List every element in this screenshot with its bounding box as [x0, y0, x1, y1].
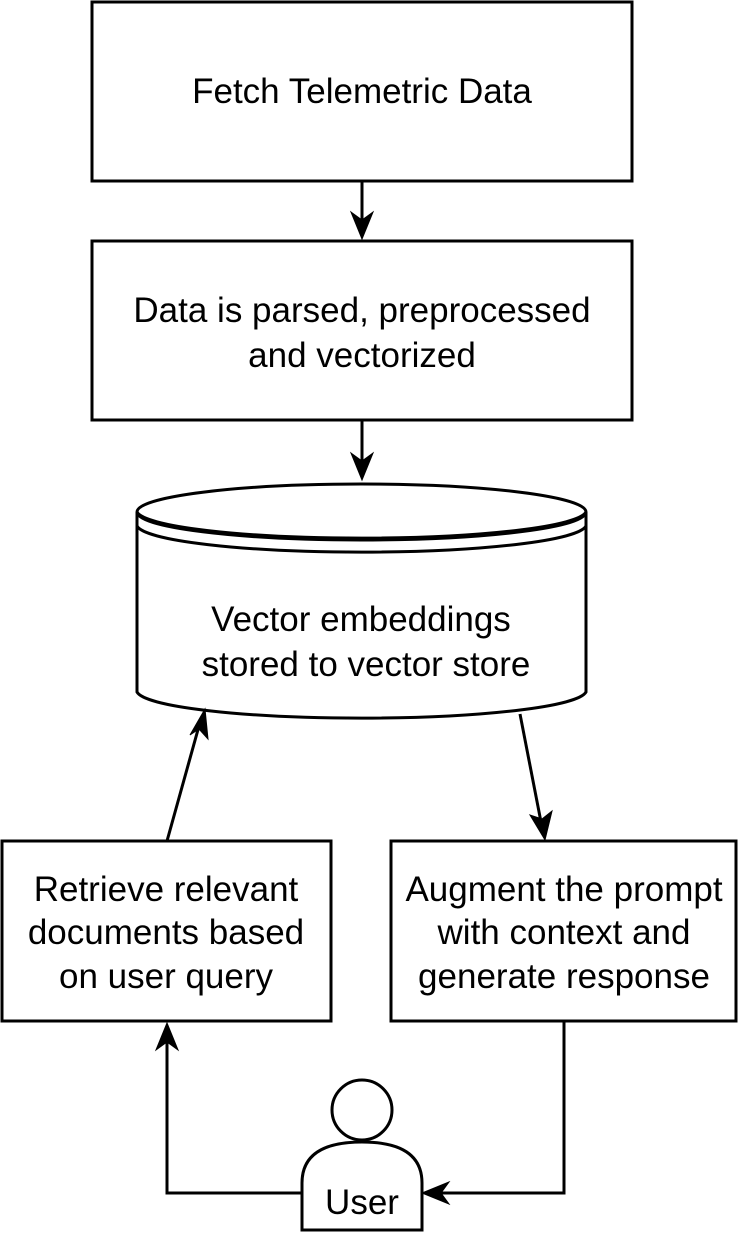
parse-node-box [90, 239, 634, 422]
parse-preprocess-node: Data is parsed, preprocessed and vectori… [90, 239, 634, 422]
arrowhead-fetch-to-parse [349, 210, 375, 241]
parse-node-label-line-2: and vectorized [248, 336, 476, 375]
augment-node-label-line-1: Augment the prompt [405, 870, 722, 909]
retrieve-node-label-line-1: Retrieve relevant [34, 870, 299, 909]
retrieve-node-box [0, 839, 333, 1023]
user-body-icon [300, 1140, 424, 1232]
augment-node-label-line-2: with context and [437, 913, 691, 952]
augment-prompt-node: Augment the prompt with context and gene… [389, 839, 738, 1023]
user-actor-node: User [300, 1078, 424, 1232]
vector-store-cylinder-ring-2 [135, 525, 588, 554]
retrieve-node-label-line-3: on user query [59, 957, 274, 996]
vector-store-cylinder-body [135, 512, 588, 720]
edge-augment-to-user [420, 1021, 566, 1206]
parse-node-label-line-1: Data is parsed, preprocessed [133, 291, 590, 330]
arrowhead-retrieve-to-store [189, 707, 209, 741]
arrowhead-store-to-augment [528, 809, 553, 842]
fetch-node-box [90, 0, 634, 183]
arrowhead-augment-to-user [420, 1180, 451, 1206]
retrieve-node-label-line-2: documents based [28, 913, 304, 952]
edge-fetch-to-parse [349, 181, 375, 241]
edge-user-to-retrieve [154, 1021, 302, 1195]
edge-retrieve-to-store [165, 707, 209, 842]
user-label: User [325, 1183, 399, 1222]
arrowhead-user-to-retrieve [154, 1021, 180, 1052]
arrowhead-parse-to-store [349, 451, 375, 482]
edge-store-to-augment [518, 713, 553, 842]
vector-store-cylinder-ring-3 [135, 512, 588, 526]
vector-store-label-line-2: stored to vector store [202, 645, 531, 684]
vector-store-label-line-1: Vector embeddings [211, 600, 511, 639]
user-head-icon [330, 1078, 394, 1142]
augment-node-box [389, 839, 738, 1023]
fetch-node-label: Fetch Telemetric Data [192, 72, 532, 111]
fetch-telemetric-data-node: Fetch Telemetric Data [90, 0, 634, 183]
vector-store-node: Vector embeddings stored to vector store [135, 482, 588, 720]
edge-parse-to-store [349, 420, 375, 482]
retrieve-documents-node: Retrieve relevant documents based on use… [0, 839, 333, 1023]
vector-store-cylinder-ring-1 [135, 511, 588, 540]
augment-node-label-line-3: generate response [418, 957, 710, 996]
